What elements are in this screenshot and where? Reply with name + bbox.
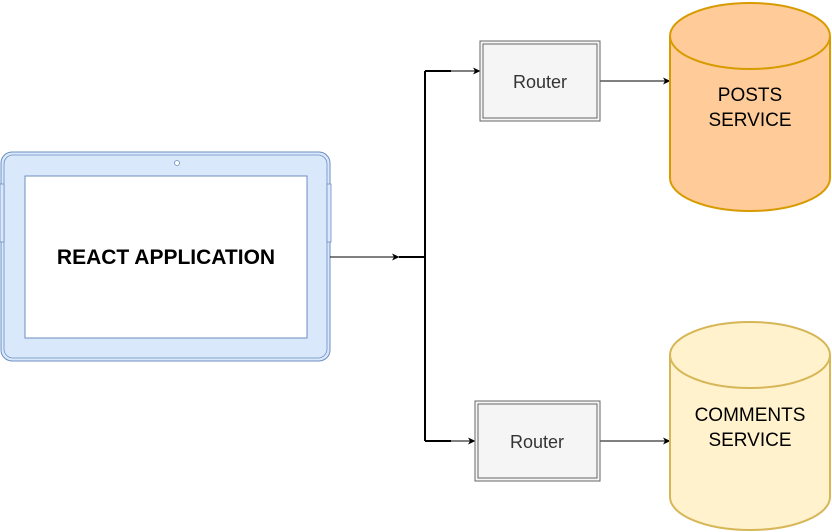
router-bottom-outer: [474, 400, 601, 482]
tablet-inner-bezel: [3, 154, 328, 359]
comments-service-label-line2: SERVICE: [708, 430, 791, 451]
tablet-side-button-left: [0, 183, 5, 243]
comments-service-label-line1: COMMENTS: [695, 405, 806, 426]
tablet-screen: [24, 175, 308, 339]
router-top-outer: [479, 40, 601, 122]
posts-cylinder-body: [669, 2, 831, 212]
posts-service-database: POSTS SERVICE: [669, 2, 831, 212]
tablet-side-button-right: [326, 183, 332, 243]
router-bottom: Router: [474, 400, 601, 482]
router-bottom-label: Router: [510, 432, 564, 452]
react-application-tablet: REACT APPLICATION: [0, 151, 332, 362]
posts-service-label-line1: POSTS: [718, 85, 782, 106]
comments-cylinder-body: [669, 321, 831, 531]
react-application-label: REACT APPLICATION: [57, 246, 275, 269]
router-top-label: Router: [513, 72, 567, 92]
tablet-camera-icon: [174, 160, 180, 166]
router-bottom-inner: [477, 403, 598, 479]
router-top-inner: [482, 43, 598, 119]
edges: [330, 67, 671, 445]
comments-cylinder-top-rim: [669, 354, 831, 389]
posts-cylinder-top-rim: [669, 35, 831, 70]
router-top: Router: [479, 40, 601, 122]
comments-service-database: COMMENTS SERVICE: [669, 321, 831, 531]
posts-service-label-line2: SERVICE: [708, 110, 791, 131]
